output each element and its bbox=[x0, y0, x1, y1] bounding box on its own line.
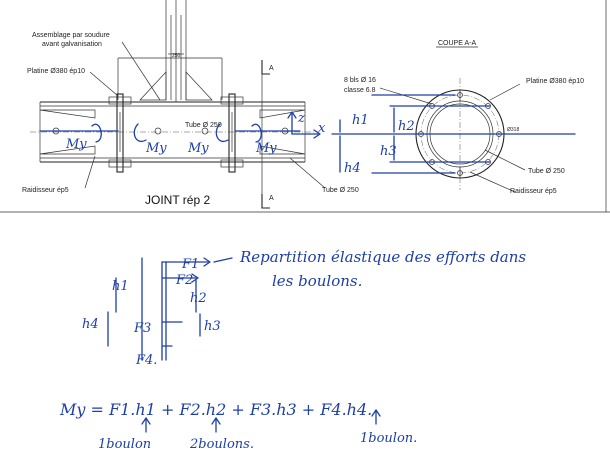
moment-label-4: My bbox=[255, 141, 277, 156]
bolt-count-3: 1boulon. bbox=[360, 431, 417, 446]
bolt-count-2: 2boulons. bbox=[189, 437, 254, 452]
bolt-count-1: 1boulon bbox=[98, 437, 151, 452]
ink-on-section: h1 h2 h3 h4 bbox=[331, 94, 576, 176]
sketch-f1: F1 bbox=[181, 257, 199, 272]
section-h3: h3 bbox=[380, 144, 397, 159]
note-line2: les boulons. bbox=[272, 272, 362, 290]
weld-size-text: 250 bbox=[172, 53, 181, 59]
elevation-view: 250 A A bbox=[22, 0, 359, 209]
section-plate-label: Platine Ø380 ép10 bbox=[526, 78, 584, 85]
weld-note-line2: avant galvanisation bbox=[42, 41, 102, 48]
sketch-h3: h3 bbox=[204, 319, 221, 334]
tube-callout: Tube Ø 250 bbox=[322, 187, 359, 194]
bolt-force-sketch: F1 F2 F3 F4. h1 h2 h3 h4 bbox=[82, 257, 233, 368]
section-stiffener-label: Raidisseur ép5 bbox=[510, 188, 557, 195]
section-h4: h4 bbox=[344, 161, 361, 176]
weld-note-line1: Assemblage par soudure bbox=[32, 32, 110, 39]
sketch-f2: F2 bbox=[175, 273, 193, 288]
axis-z-label: z bbox=[297, 111, 305, 126]
plate-label: Platine Ø380 ép10 bbox=[27, 68, 85, 75]
ink-on-elevation: My My My My z x bbox=[39, 111, 326, 156]
moment-equation: My = F1.h1 + F2.h2 + F3.h3 + F4.h4. bbox=[59, 400, 372, 419]
sketch-h2: h2 bbox=[190, 291, 207, 306]
section-mark-bottom: A bbox=[269, 195, 274, 202]
section-mark-top: A bbox=[269, 65, 274, 72]
section-h1: h1 bbox=[352, 113, 369, 128]
note-line1: Repartition élastique des efforts dans bbox=[239, 248, 526, 266]
section-dim-label: Ø318 bbox=[507, 127, 519, 133]
sketch-h4: h4 bbox=[82, 317, 99, 332]
sketch-f4: F4. bbox=[135, 353, 157, 368]
section-h2: h2 bbox=[398, 119, 415, 134]
moment-label-3: My bbox=[187, 141, 209, 156]
section-tube-label: Tube Ø 250 bbox=[528, 168, 565, 175]
section-title: COUPE A-A bbox=[438, 40, 476, 47]
moment-label-2: My bbox=[145, 141, 167, 156]
moment-label-1: My bbox=[65, 137, 87, 152]
sketch-h1: h1 bbox=[112, 279, 129, 294]
bolts-line2: classe 6.8 bbox=[344, 87, 376, 94]
axis-x-label: x bbox=[318, 121, 326, 136]
handwritten-notes: Repartition élastique des efforts dans l… bbox=[59, 248, 526, 452]
bolts-line1: 8 bls Ø 16 bbox=[344, 77, 376, 84]
tube-label: Tube Ø 250 bbox=[185, 122, 222, 129]
stiffener-label: Raidisseur ép5 bbox=[22, 187, 69, 194]
sketch-f3: F3 bbox=[133, 321, 151, 336]
elevation-title: JOINT rép 2 bbox=[145, 193, 210, 207]
